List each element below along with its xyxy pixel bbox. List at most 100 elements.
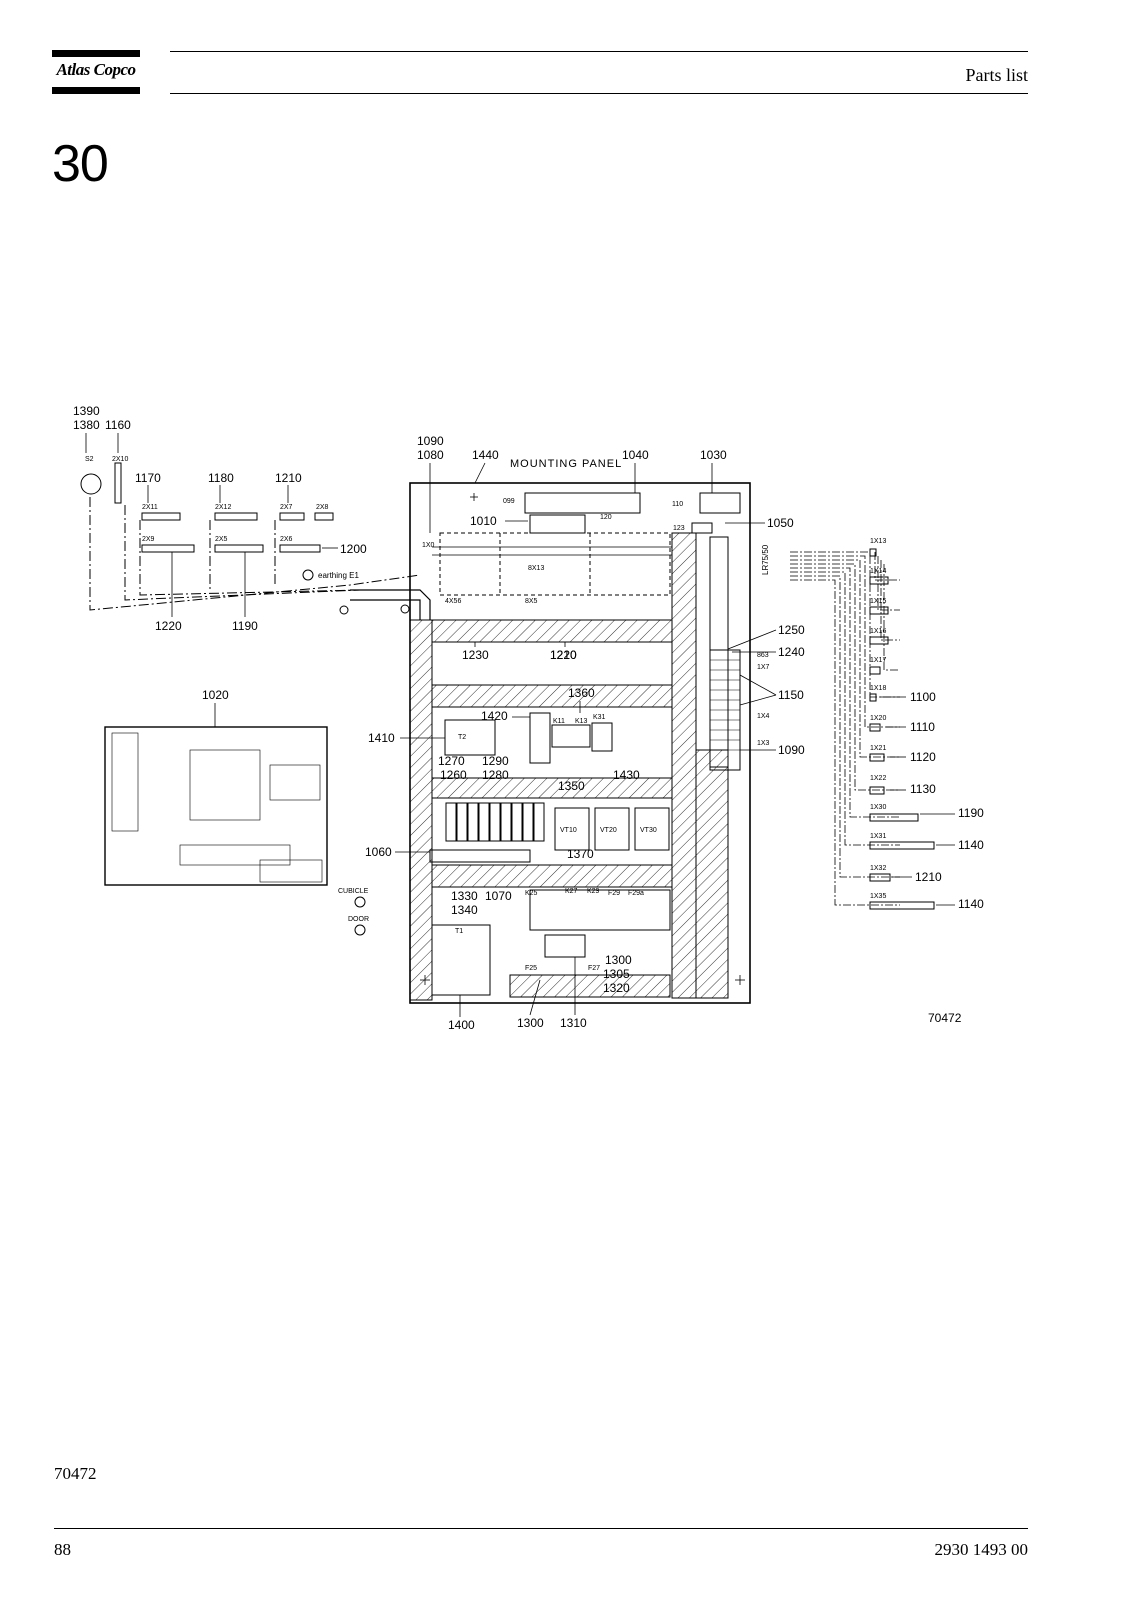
svg-text:1310: 1310 [560,1016,587,1030]
svg-text:1330: 1330 [451,889,478,903]
svg-text:1305: 1305 [603,967,630,981]
svg-text:1300: 1300 [605,953,632,967]
svg-text:1210: 1210 [550,648,577,662]
svg-text:1X22: 1X22 [870,775,886,782]
svg-text:K31: K31 [593,714,606,721]
svg-text:F25: F25 [525,965,537,972]
svg-text:1170: 1170 [135,471,161,485]
svg-text:8X5: 8X5 [525,598,538,605]
svg-text:1040: 1040 [622,448,649,462]
svg-text:2X6: 2X6 [280,536,293,543]
cubicle-label: CUBICLE [338,888,369,895]
svg-text:1400: 1400 [448,1018,475,1032]
svg-text:1X32: 1X32 [870,865,886,872]
svg-text:K29: K29 [587,888,600,895]
svg-text:1X30: 1X30 [870,804,886,811]
svg-text:1X16: 1X16 [870,628,886,635]
svg-text:1220: 1220 [155,619,182,633]
document-number: 2930 1493 00 [934,1540,1029,1559]
svg-text:1X4: 1X4 [757,713,770,720]
svg-text:1180: 1180 [208,471,234,485]
svg-text:S2: S2 [85,456,94,463]
svg-text:K27: K27 [565,888,578,895]
svg-text:4X56: 4X56 [445,598,461,605]
svg-text:1X15: 1X15 [870,598,886,605]
svg-text:863: 863 [757,652,769,659]
svg-text:1090: 1090 [417,434,444,448]
svg-text:1X35: 1X35 [870,893,886,900]
svg-text:2X11: 2X11 [142,504,158,511]
earthing-label: earthing E1 [318,571,359,580]
logo-bar-top [52,50,140,57]
svg-text:1440: 1440 [472,448,499,462]
svg-text:1X7: 1X7 [757,664,770,671]
svg-text:8X13: 8X13 [528,565,544,572]
svg-text:1360: 1360 [568,686,595,700]
svg-text:1010: 1010 [470,514,497,528]
svg-text:1120: 1120 [910,750,936,764]
svg-text:VT20: VT20 [600,827,617,834]
footer-rule [54,1528,1028,1529]
header-title: Parts list [965,65,1028,85]
svg-text:1220: 1220 [550,648,577,662]
mounting-panel-label: MOUNTING PANEL [510,458,622,470]
svg-text:1X17: 1X17 [870,657,886,664]
svg-text:1020: 1020 [202,688,229,702]
svg-text:1X3: 1X3 [757,740,770,747]
svg-text:1140: 1140 [958,838,984,852]
svg-text:2X9: 2X9 [142,536,155,543]
parts-diagram: MOUNTING PANEL [60,405,1060,1070]
svg-text:1200: 1200 [340,542,367,556]
inset-drawing-1020 [104,726,328,886]
svg-text:1390: 1390 [73,405,100,418]
svg-text:120: 120 [600,514,612,521]
svg-text:1230: 1230 [462,648,489,662]
figure-note: 70472 [54,1464,97,1483]
svg-text:K11: K11 [553,718,565,725]
svg-text:1080: 1080 [417,448,444,462]
svg-text:1X20: 1X20 [870,715,886,722]
svg-text:1190: 1190 [958,806,984,820]
svg-text:1X21: 1X21 [870,745,886,752]
svg-text:1240: 1240 [778,645,805,659]
section-number: 30 [52,135,109,193]
svg-text:1050: 1050 [767,516,794,530]
svg-text:1130: 1130 [910,782,936,796]
svg-text:1410: 1410 [368,731,395,745]
svg-text:2X7: 2X7 [280,504,293,511]
svg-text:1270: 1270 [438,754,465,768]
svg-text:1140: 1140 [958,897,984,911]
svg-text:1250: 1250 [778,623,805,637]
svg-text:K13: K13 [575,718,588,725]
svg-text:1X14: 1X14 [870,568,886,575]
svg-text:1100: 1100 [910,690,936,704]
svg-text:1X13: 1X13 [870,538,886,545]
parts-diagram-svg: MOUNTING PANEL [73,405,984,1032]
svg-text:1110: 1110 [910,720,935,734]
atlas-copco-logo: Atlas Copco [52,50,140,94]
logo-text: Atlas Copco [56,60,136,79]
svg-text:2X5: 2X5 [215,536,228,543]
svg-text:1340: 1340 [451,903,478,917]
svg-text:1070: 1070 [485,889,512,903]
svg-text:2X8: 2X8 [316,504,329,511]
svg-text:1150: 1150 [778,688,804,702]
svg-text:1420: 1420 [481,709,508,723]
svg-text:1260: 1260 [440,768,467,782]
svg-text:LR75/50: LR75/50 [761,544,770,575]
svg-text:1210: 1210 [275,471,302,485]
svg-text:F29a: F29a [628,890,644,897]
svg-text:1090: 1090 [778,743,805,757]
svg-text:1300: 1300 [517,1016,544,1030]
svg-text:VT10: VT10 [560,827,577,834]
svg-text:1X31: 1X31 [870,833,886,840]
svg-text:1060: 1060 [365,845,392,859]
svg-text:70472: 70472 [928,1011,962,1025]
svg-text:T2: T2 [458,734,466,741]
svg-text:1350: 1350 [558,779,585,793]
svg-text:1X0: 1X0 [422,542,435,549]
header-rule-bottom [170,93,1028,94]
svg-text:K25: K25 [525,890,538,897]
svg-text:VT30: VT30 [640,827,657,834]
svg-text:1280: 1280 [482,768,509,782]
